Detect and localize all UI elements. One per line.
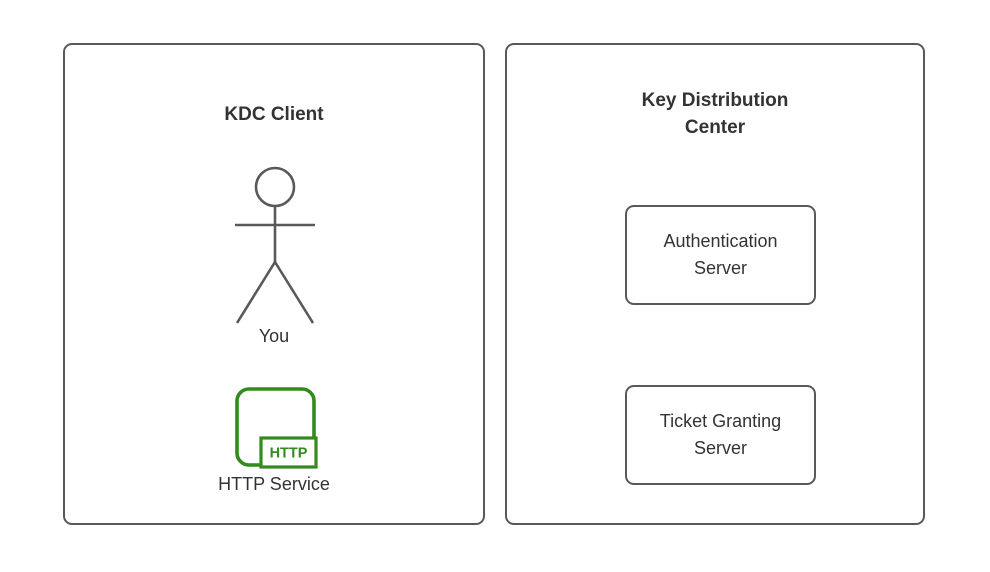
authentication-server-box: Authentication Server <box>625 205 816 305</box>
ticket-granting-server-box: Ticket Granting Server <box>625 385 816 485</box>
http-service-icon: HTTP <box>235 387 318 469</box>
http-service-label: HTTP Service <box>218 474 330 494</box>
key-distribution-center-panel: Key Distribution Center Authentication S… <box>505 43 925 525</box>
actor-icon <box>235 166 315 324</box>
kdc-title: Key Distribution Center <box>507 87 923 141</box>
kdc-title-text: Key Distribution Center <box>641 90 789 138</box>
kdc-client-title-text: KDC Client <box>224 104 324 125</box>
kdc-client-title: KDC Client <box>65 101 483 128</box>
kdc-client-panel: KDC Client You HTTP HTTP Service <box>63 43 485 525</box>
authentication-server-label: Authentication Server <box>663 231 778 278</box>
http-badge-label: HTTP <box>270 446 308 462</box>
ticket-granting-server-label: Ticket Granting Server <box>659 411 782 458</box>
actor-label: You <box>258 326 290 346</box>
